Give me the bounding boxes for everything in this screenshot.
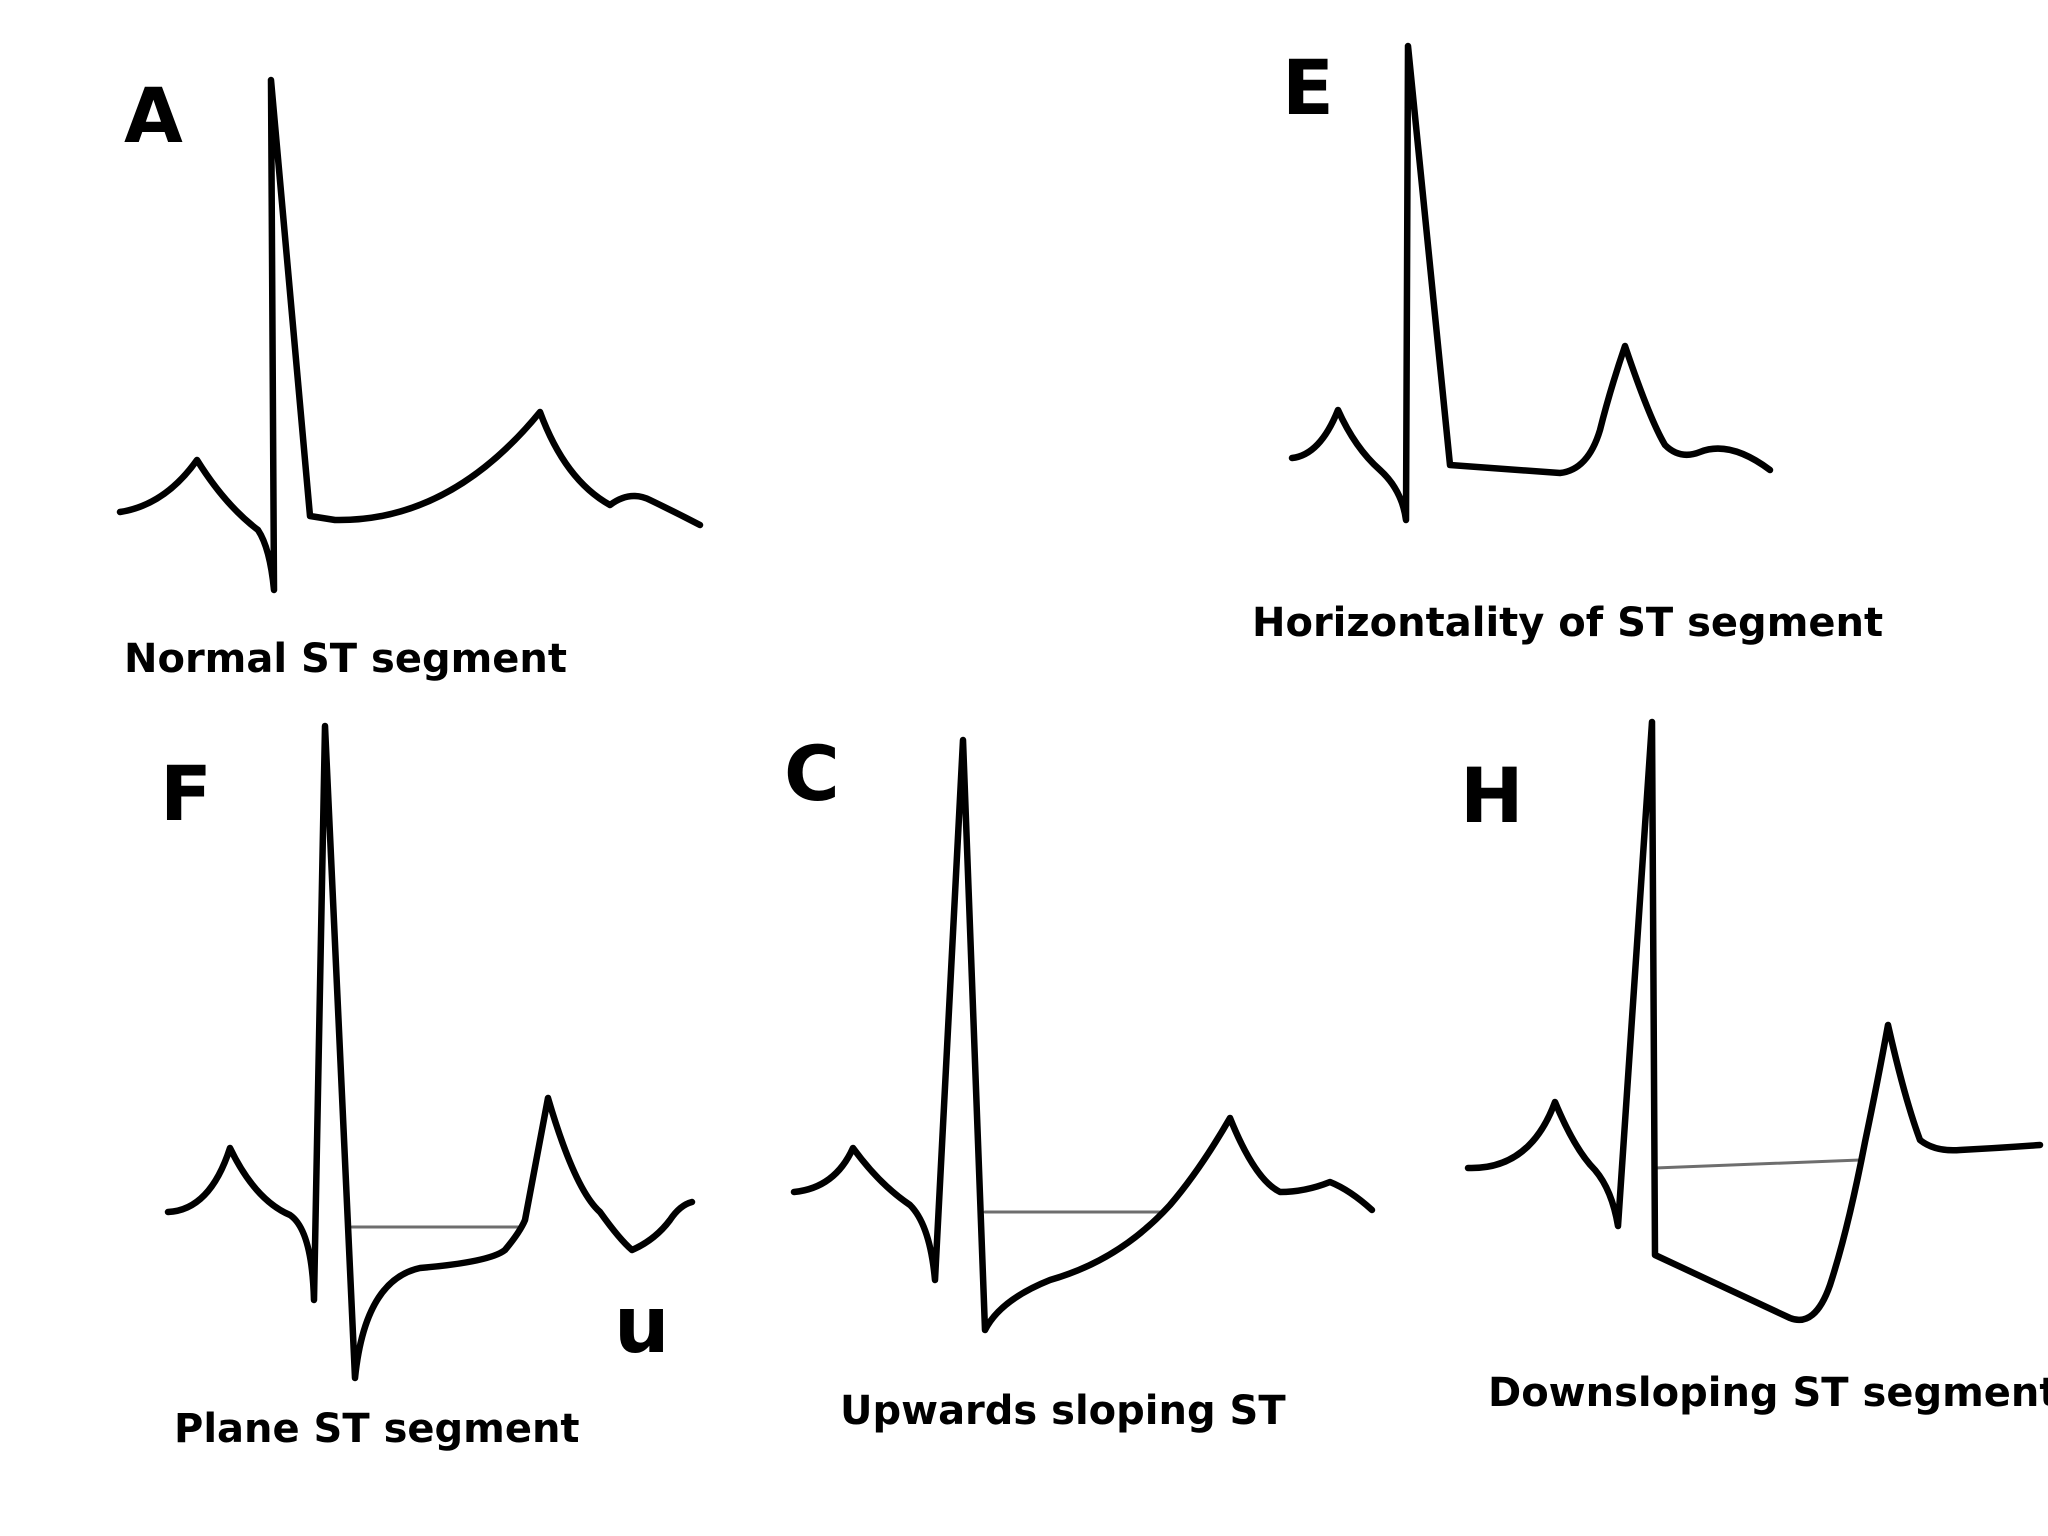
panel-h-caption: Downsloping ST segment [1488,1370,2048,1416]
panel-c-ecg-trace [790,736,1376,1334]
panel-h-isoelectric-line [1653,1158,1862,1170]
panel-a-caption: Normal ST segment [124,636,567,682]
panel-f-letter: F [160,749,212,838]
panel-h-letter: H [1460,751,1524,840]
panel-f-u-wave-label: u [614,1281,670,1371]
panel-c: C Upwards sloping ST [784,729,1376,1434]
panel-e: E Horizontality of ST segment [1252,42,1883,646]
panel-c-caption: Upwards sloping ST [840,1388,1286,1434]
panel-e-letter: E [1282,43,1334,132]
panel-a-ecg-trace [116,76,704,594]
panel-a: A Normal ST segment [116,71,704,682]
panel-h-ecg-trace [1464,718,2044,1324]
panel-c-letter: C [784,729,840,818]
panel-e-caption: Horizontality of ST segment [1252,600,1883,646]
panel-e-ecg-trace [1288,42,1774,524]
panel-h: H Downsloping ST segment [1460,718,2048,1416]
panel-f-ecg-trace [164,722,696,1382]
panel-f: F u Plane ST segment [160,722,696,1452]
panel-a-letter: A [124,71,183,160]
panel-f-caption: Plane ST segment [174,1406,580,1452]
